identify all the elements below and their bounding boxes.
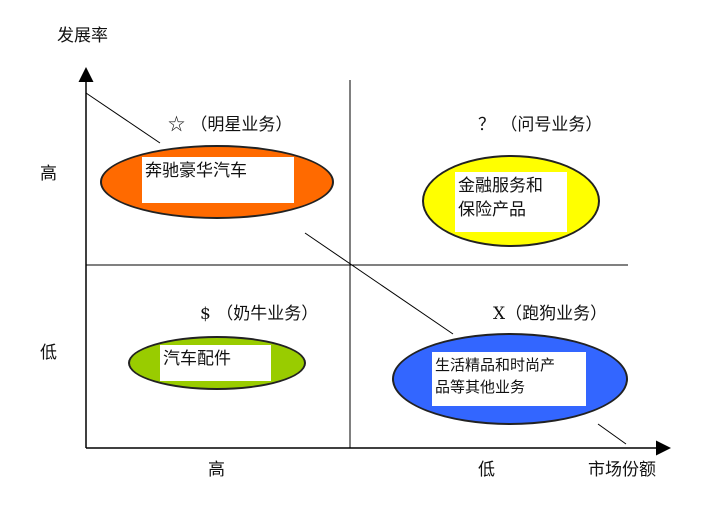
question-quadrant-title: ？ （问号业务） <box>478 115 603 135</box>
cash-cow-quadrant-title: $ （奶牛业务） <box>200 304 319 324</box>
question-business-label: 金融服务和 保险产品 <box>455 172 567 232</box>
x-axis-title: 市场份额 <box>588 460 656 480</box>
question-business-line-1: 金融服务和 <box>458 176 543 196</box>
x-low-label: 低 <box>478 460 495 480</box>
dog-quadrant-title: X（跑狗业务） <box>493 304 608 324</box>
diagonal-line-segment-2 <box>304 232 454 335</box>
y-axis-title: 发展率 <box>57 26 108 46</box>
dog-business-line-1: 生活精品和时尚产 <box>435 356 556 374</box>
cash-cow-business-label: 汽车配件 <box>160 345 271 381</box>
star-quadrant-title: ☆ （明星业务） <box>168 115 293 135</box>
diagonal-line-segment-3 <box>597 423 627 445</box>
dog-business-line-2: 品等其他业务 <box>435 378 526 396</box>
y-low-label: 低 <box>40 343 57 363</box>
star-business-label: 奔驰豪华汽车 <box>142 157 294 203</box>
dog-business-label: 生活精品和时尚产 品等其他业务 <box>432 352 586 406</box>
diagonal-line-segment-1 <box>85 92 161 144</box>
question-business-line-2: 保险产品 <box>458 200 526 220</box>
y-high-label: 高 <box>40 164 57 184</box>
x-high-label: 高 <box>208 460 225 480</box>
